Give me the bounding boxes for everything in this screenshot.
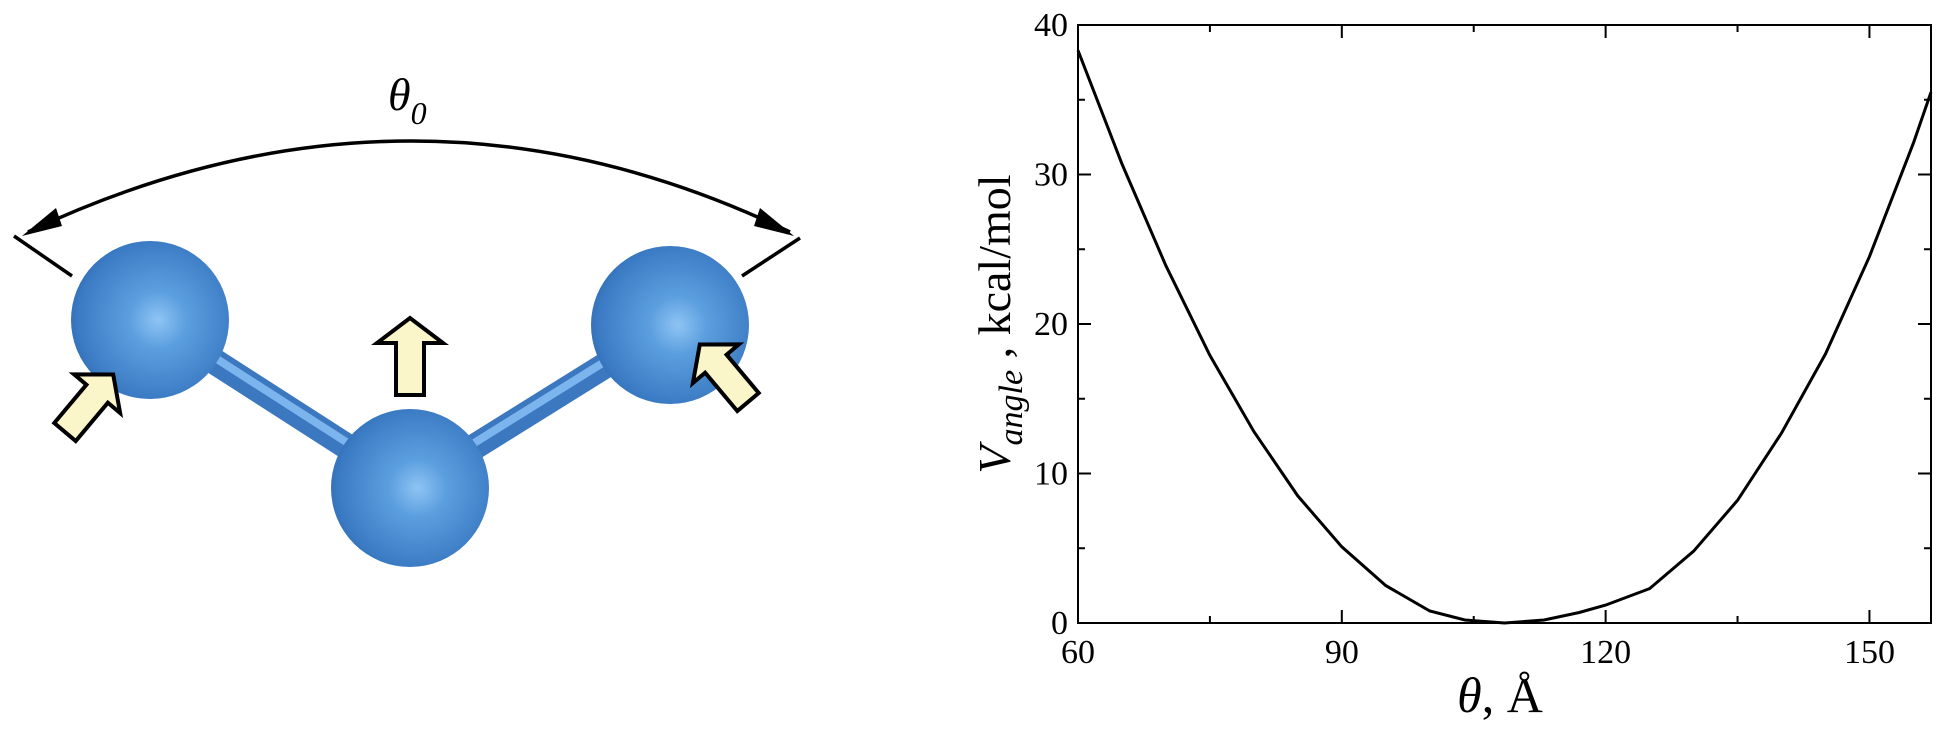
angle-tick-left — [13, 234, 73, 278]
atom-left — [71, 241, 229, 399]
angle-arc — [27, 139, 791, 234]
y-tick-label: 40 — [1034, 7, 1068, 44]
chart: 60 90 120 150 0 10 20 30 40 θ, Å Vangle , kcal/m… — [969, 7, 1933, 723]
axis-tick-labels: 60 90 120 150 0 10 20 30 40 — [1034, 7, 1895, 671]
x-tick-label: 120 — [1580, 634, 1631, 671]
x-axis-label: θ, Å — [1457, 667, 1543, 723]
molecule-diagram: θ0 — [13, 69, 801, 567]
y-tick-label: 20 — [1034, 306, 1068, 343]
y-tick-label: 0 — [1051, 605, 1068, 642]
x-tick-label: 90 — [1325, 634, 1359, 671]
angle-tick-right — [741, 236, 801, 278]
plot-frame — [1077, 24, 1932, 624]
x-tick-label: 60 — [1061, 634, 1095, 671]
atom-center — [331, 409, 489, 567]
y-axis-label: Vangle , kcal/mol — [969, 174, 1030, 473]
force-arrow-right-icon — [689, 342, 762, 414]
series-line — [1076, 49, 1933, 625]
angle-label: θ0 — [388, 69, 427, 131]
axis-ticks — [1077, 24, 1931, 624]
force-arrow-up-icon — [371, 315, 449, 397]
x-tick-label: 150 — [1844, 634, 1895, 671]
y-tick-label: 30 — [1034, 157, 1068, 194]
force-arrow-left-icon — [51, 372, 124, 444]
y-tick-label: 10 — [1034, 456, 1068, 493]
arc-arrowhead-left — [22, 208, 62, 236]
arc-arrowhead-right — [754, 208, 794, 236]
